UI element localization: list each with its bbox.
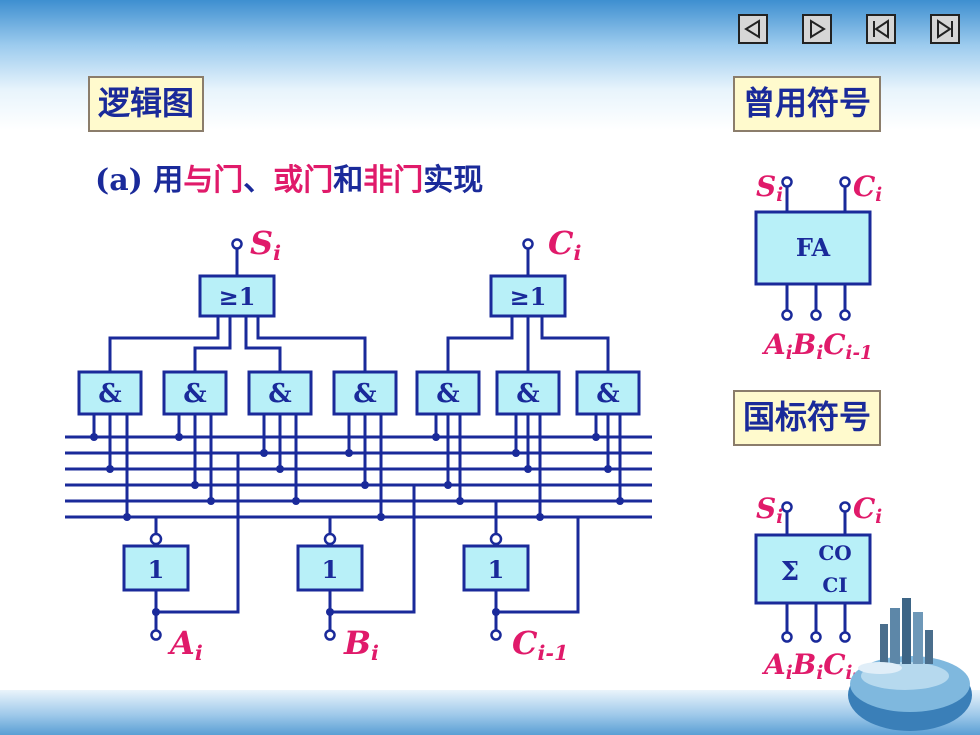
subtitle-and-gate: 与门 [183, 163, 244, 198]
junction-dot [444, 481, 452, 489]
junction-dot [106, 465, 114, 473]
and-gate-box [575, 370, 641, 416]
junction-dot [592, 433, 600, 441]
and-gate-label: & [596, 379, 619, 409]
input-c-label: Ci-1 [512, 624, 568, 665]
subtitle-text: 用 [153, 163, 184, 198]
and-gate-label: & [98, 379, 121, 409]
input-a-label: Ai [167, 624, 203, 665]
sigma-label: Σ [781, 557, 799, 587]
and-to-or-wires [108, 316, 610, 372]
globe-decoration [848, 598, 972, 731]
fa-inputs-label: AiBiCi-1 [761, 328, 873, 364]
junction-dot [260, 449, 268, 457]
junction-dot [191, 481, 199, 489]
logic-diagram-label: 逻辑图 [88, 76, 205, 132]
fa-symbol: Si Ci FA AiBiCi-1 [754, 170, 882, 364]
subtitle-label: (a) [95, 163, 143, 198]
junction-dot [512, 449, 520, 457]
and-gate-box [77, 370, 143, 416]
fa-c-label: Ci [853, 170, 882, 206]
junction-dot [456, 497, 464, 505]
and-gate-label: & [436, 379, 459, 409]
junction-dot [90, 433, 98, 441]
and-gate-label: & [268, 379, 291, 409]
junction-dot [536, 513, 544, 521]
skip-last-icon [937, 19, 953, 39]
and-gate-label: & [353, 379, 376, 409]
prev-button[interactable] [738, 14, 768, 44]
last-button[interactable] [930, 14, 960, 44]
or-gate-s: ≥1 Si [198, 224, 281, 318]
junction-dot [361, 481, 369, 489]
triangle-right-icon [810, 19, 826, 39]
junction-dot [292, 497, 300, 505]
and-gate-box [247, 370, 313, 416]
junction-dot [207, 497, 215, 505]
junction-dot [524, 465, 532, 473]
input-b-label: Bi [343, 624, 379, 665]
junction-dot [604, 465, 612, 473]
next-button[interactable] [802, 14, 832, 44]
subtitle-not-gate: 非门 [363, 163, 424, 198]
not-gate-a: 1 Ai [122, 453, 240, 665]
or-gate-c: ≥1 Ci [489, 224, 581, 318]
and-gate-box [415, 370, 481, 416]
or-gate-label: ≥1 [510, 282, 547, 311]
common-symbol-label: 曾用符号 [733, 76, 882, 132]
ci-label: CI [822, 573, 847, 597]
and-gates: &&&&&&& [77, 370, 641, 416]
fa-s-label: Si [756, 170, 783, 206]
not-gate-c: 1 Ci-1 [462, 501, 580, 665]
junction-dot [432, 433, 440, 441]
junction-dot [276, 465, 284, 473]
co-label: CO [818, 541, 851, 565]
subtitle: (a) 用与门、或门和非门实现 [95, 155, 483, 199]
skip-first-icon [873, 19, 889, 39]
subtitle-or-gate: 或门 [273, 163, 334, 198]
national-symbol-label: 国标符号 [733, 390, 882, 446]
footer-band [0, 690, 980, 735]
subtitle-text: 实现 [423, 163, 484, 198]
output-s-label: Si [250, 224, 281, 265]
bus-lines [65, 435, 652, 519]
junction-dot [377, 513, 385, 521]
junction-dot [123, 513, 131, 521]
national-standard-symbol: Si Ci Σ CO CI AiBiCi-1 [754, 492, 882, 684]
std-s-label: Si [756, 492, 783, 528]
not-gate-label: 1 [488, 555, 505, 584]
and-input-wires [90, 414, 624, 521]
std-c-label: Ci [853, 492, 882, 528]
subtitle-text: 、 [243, 163, 274, 198]
not-gate-label: 1 [322, 555, 339, 584]
subtitle-text: 和 [333, 163, 364, 198]
and-gate-box [332, 370, 398, 416]
or-gate-label: ≥1 [219, 282, 256, 311]
fa-label: FA [796, 233, 831, 262]
and-gate-label: & [183, 379, 206, 409]
junction-dot [345, 449, 353, 457]
not-gate-label: 1 [148, 555, 165, 584]
not-gate-b: 1 Bi [296, 485, 416, 665]
triangle-left-icon [744, 19, 760, 39]
junction-dot [175, 433, 183, 441]
junction-dot [616, 497, 624, 505]
first-button[interactable] [866, 14, 896, 44]
output-c-label: Ci [548, 224, 581, 265]
and-gate-label: & [516, 379, 539, 409]
